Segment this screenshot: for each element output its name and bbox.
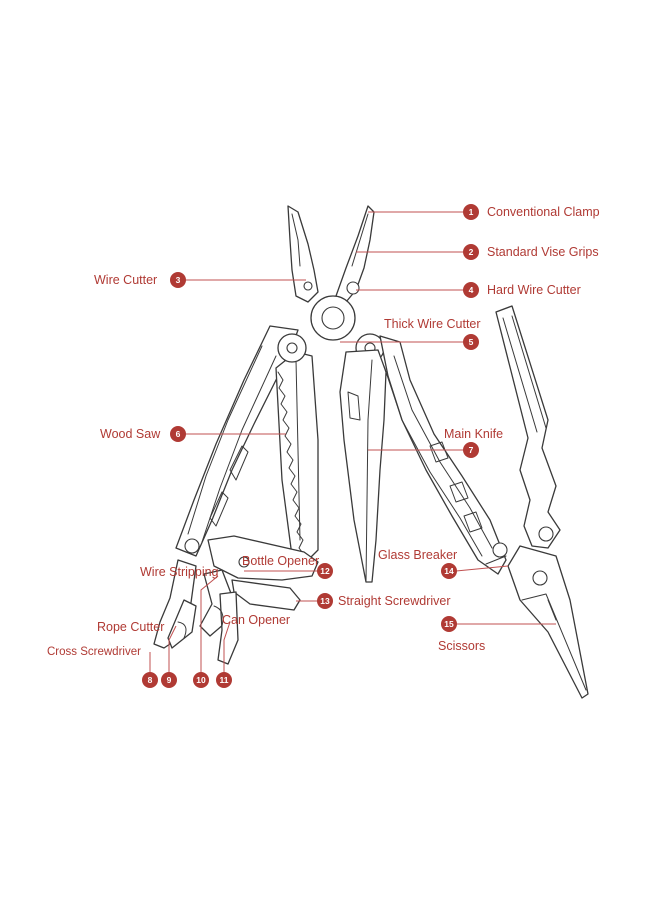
callout-8-label: Cross Screwdriver	[47, 646, 141, 658]
callout-3-badge	[170, 272, 186, 288]
callout-6-badge	[170, 426, 186, 442]
callout-15-label: Scissors	[438, 639, 485, 653]
callout-3-number: 3	[176, 275, 181, 285]
callout-2-label: Standard Vise Grips	[487, 245, 599, 259]
callout-8-badge	[142, 672, 158, 688]
callout-10: 10 Wire Stripping	[140, 565, 219, 688]
callout-14-badge	[441, 563, 457, 579]
callout-7: 7 Main Knife	[444, 427, 503, 458]
callout-6: 6 Wood Saw	[100, 426, 186, 442]
callout-1-number: 1	[469, 207, 474, 217]
callout-7-badge	[463, 442, 479, 458]
callout-7-number: 7	[469, 445, 474, 455]
callout-12-label: Bottle Opener	[242, 554, 319, 568]
leader-lines	[149, 211, 556, 674]
callout-14-number: 14	[444, 566, 454, 576]
wood-saw	[275, 351, 319, 563]
callout-7-label: Main Knife	[444, 427, 503, 441]
leader-14	[455, 565, 509, 572]
callout-3-label: Wire Cutter	[94, 273, 157, 287]
callout-3: 3 Wire Cutter	[94, 272, 186, 288]
callout-13: 13 Straight Screwdriver	[317, 593, 451, 609]
callout-1: 1 Conventional Clamp	[463, 204, 600, 220]
callout-11: 11 Can Opener	[216, 613, 290, 688]
callout-10-label: Wire Stripping	[140, 565, 219, 579]
callout-2: 2 Standard Vise Grips	[463, 244, 599, 260]
callout-5: 5 Thick Wire Cutter	[384, 317, 481, 350]
callout-13-label: Straight Screwdriver	[338, 594, 451, 608]
callout-2-badge	[463, 244, 479, 260]
callout-10-number: 10	[196, 675, 206, 685]
callout-5-number: 5	[469, 337, 474, 347]
right-handle	[379, 335, 508, 575]
callout-5-label: Thick Wire Cutter	[384, 317, 481, 331]
callout-11-badge	[216, 672, 232, 688]
callout-6-number: 6	[176, 429, 181, 439]
callout-9-number: 9	[167, 675, 172, 685]
callout-8: 8 Cross Screwdriver	[47, 646, 158, 688]
callout-6-label: Wood Saw	[100, 427, 161, 441]
callout-9-label: Rope Cutter	[97, 620, 164, 634]
callout-12-badge	[317, 563, 333, 579]
callout-9-badge	[161, 672, 177, 688]
callout-4: 4 Hard Wire Cutter	[463, 282, 581, 298]
callout-1-label: Conventional Clamp	[487, 205, 600, 219]
callout-15-badge	[441, 616, 457, 632]
callout-2-number: 2	[469, 247, 474, 257]
callout-13-number: 13	[320, 596, 330, 606]
callout-14: 14 Glass Breaker	[378, 548, 457, 579]
callout-14-label: Glass Breaker	[378, 548, 457, 562]
callout-1-badge	[463, 204, 479, 220]
callout-4-number: 4	[469, 285, 474, 295]
callout-11-label: Can Opener	[222, 613, 290, 627]
callout-12-number: 12	[320, 566, 330, 576]
callout-4-label: Hard Wire Cutter	[487, 283, 581, 297]
leader-9	[168, 625, 177, 674]
leader-11	[223, 621, 231, 674]
callout-5-badge	[463, 334, 479, 350]
scissors-arm	[495, 305, 589, 699]
callout-4-badge	[463, 282, 479, 298]
pliers-head	[277, 205, 385, 363]
callout-15-number: 15	[444, 619, 454, 629]
multitool-illustration	[153, 205, 589, 699]
leader-10	[200, 575, 219, 674]
callout-11-number: 11	[220, 675, 229, 685]
callout-12: 12 Bottle Opener	[242, 554, 333, 579]
callout-8-number: 8	[148, 675, 153, 685]
callout-9: 9 Rope Cutter	[97, 620, 177, 688]
callout-15: 15 Scissors	[438, 616, 485, 653]
callout-13-badge	[317, 593, 333, 609]
callout-10-badge	[193, 672, 209, 688]
left-handle	[175, 325, 299, 557]
